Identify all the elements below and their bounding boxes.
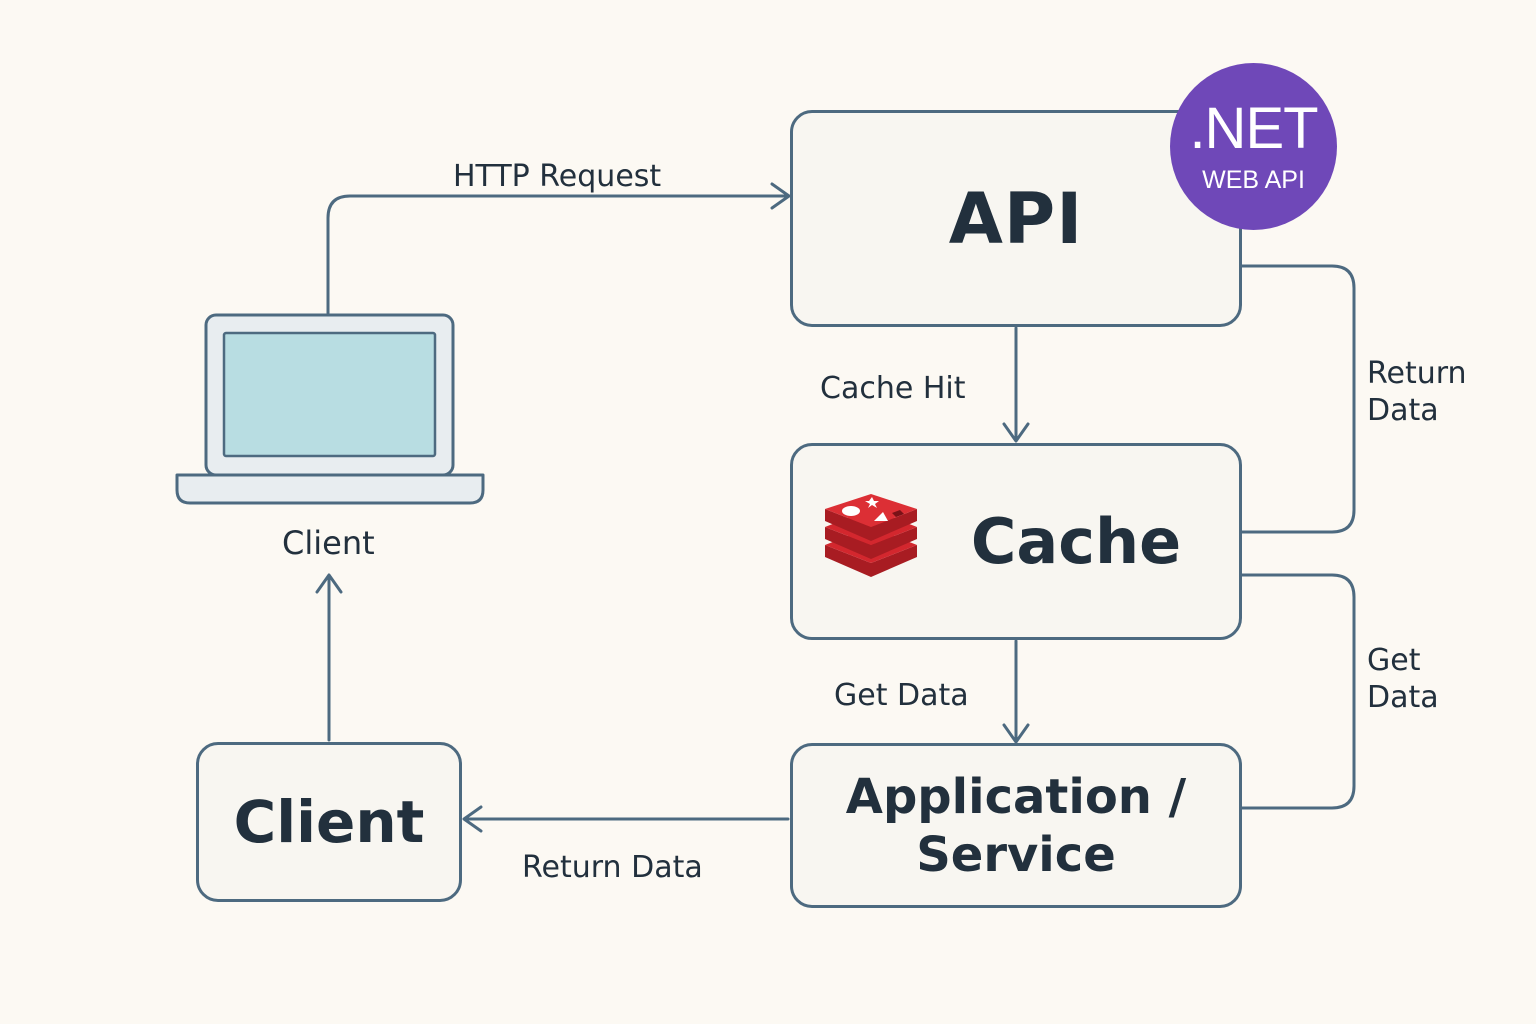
- return-data-right-label: Return Data: [1367, 356, 1467, 428]
- client-up-arrowhead: [315, 573, 343, 594]
- application-service-title: Application / Service: [845, 768, 1187, 883]
- client-title: Client: [233, 788, 425, 856]
- dotnet-badge-icon: .NET WEB API: [1170, 63, 1337, 230]
- laptop-icon: [175, 313, 485, 505]
- api-box: API: [790, 110, 1242, 327]
- return-data-label: Return Data: [522, 850, 703, 885]
- get-data-right-label: Get Data: [1367, 643, 1439, 715]
- get-data-label: Get Data: [834, 678, 969, 713]
- return-data-right-connector: [1240, 264, 1356, 534]
- laptop-client-label: Client: [282, 524, 375, 562]
- client-box: Client: [196, 742, 462, 902]
- return-data-arrowhead: [462, 805, 483, 833]
- application-service-box: Application / Service: [790, 743, 1242, 908]
- http-request-label: HTTP Request: [453, 159, 662, 194]
- cache-title: Cache: [970, 505, 1182, 578]
- api-title: API: [948, 177, 1084, 260]
- redis-logo-icon: [825, 494, 917, 577]
- http-request-connector: [326, 194, 790, 315]
- cache-hit-arrowhead: [1002, 422, 1030, 443]
- dotnet-badge-title: .NET: [1189, 96, 1318, 161]
- cache-hit-label: Cache Hit: [820, 371, 966, 406]
- dotnet-badge-subtitle: WEB API: [1202, 166, 1305, 194]
- http-request-arrowhead: [770, 182, 791, 210]
- get-data-right-connector: [1240, 573, 1356, 810]
- get-data-arrowhead: [1002, 723, 1030, 744]
